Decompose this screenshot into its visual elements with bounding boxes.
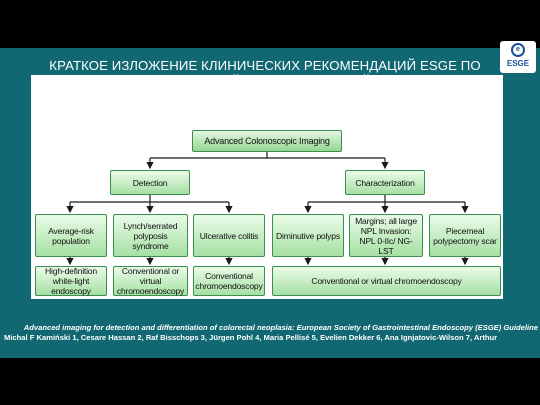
esge-logo-text: ESGE <box>506 59 530 68</box>
node-hd-white-light-endoscopy: High-definition white-light endoscopy <box>35 266 107 296</box>
node-lynch-serrated-polyposis: Lynch/serrated polyposis syndrome <box>113 214 188 257</box>
esge-emblem-icon: e <box>511 43 525 57</box>
flowchart-connectors <box>66 152 469 266</box>
node-conventional-chromoendoscopy: Conventional chromoendoscopy <box>193 266 265 296</box>
node-average-risk-population: Average-risk population <box>35 214 107 257</box>
node-detection: Detection <box>110 170 190 195</box>
node-margins-large-npl: Margins; all large NPL Invasion: NPL 0-I… <box>349 214 423 257</box>
esge-logo: e ESGE <box>500 41 536 73</box>
citation-authors: Michal F Kamiński 1, Cesare Hassan 2, Ra… <box>4 333 498 342</box>
node-advanced-colonoscopic-imaging: Advanced Colonoscopic Imaging <box>192 130 342 152</box>
node-diminutive-polyps: Diminutive polyps <box>272 214 344 257</box>
node-ulcerative-colitis: Ulcerative colitis <box>193 214 265 257</box>
imaging-flowchart: Advanced Colonoscopic Imaging Detection … <box>31 75 503 299</box>
node-characterization: Characterization <box>345 170 425 195</box>
citation-title: Advanced imaging for detection and diffe… <box>23 323 538 332</box>
node-conventional-or-virtual-chromoendoscopy-characterization: Conventional or virtual chromoendoscopy <box>272 266 501 296</box>
citation-caption: Advanced imaging for detection and diffe… <box>4 323 538 343</box>
node-piecemeal-polypectomy-scar: Piecemeal polypectomy scar <box>429 214 501 257</box>
node-conventional-or-virtual-chromoendoscopy-detection: Conventional or virtual chromoendoscopy <box>113 266 188 296</box>
